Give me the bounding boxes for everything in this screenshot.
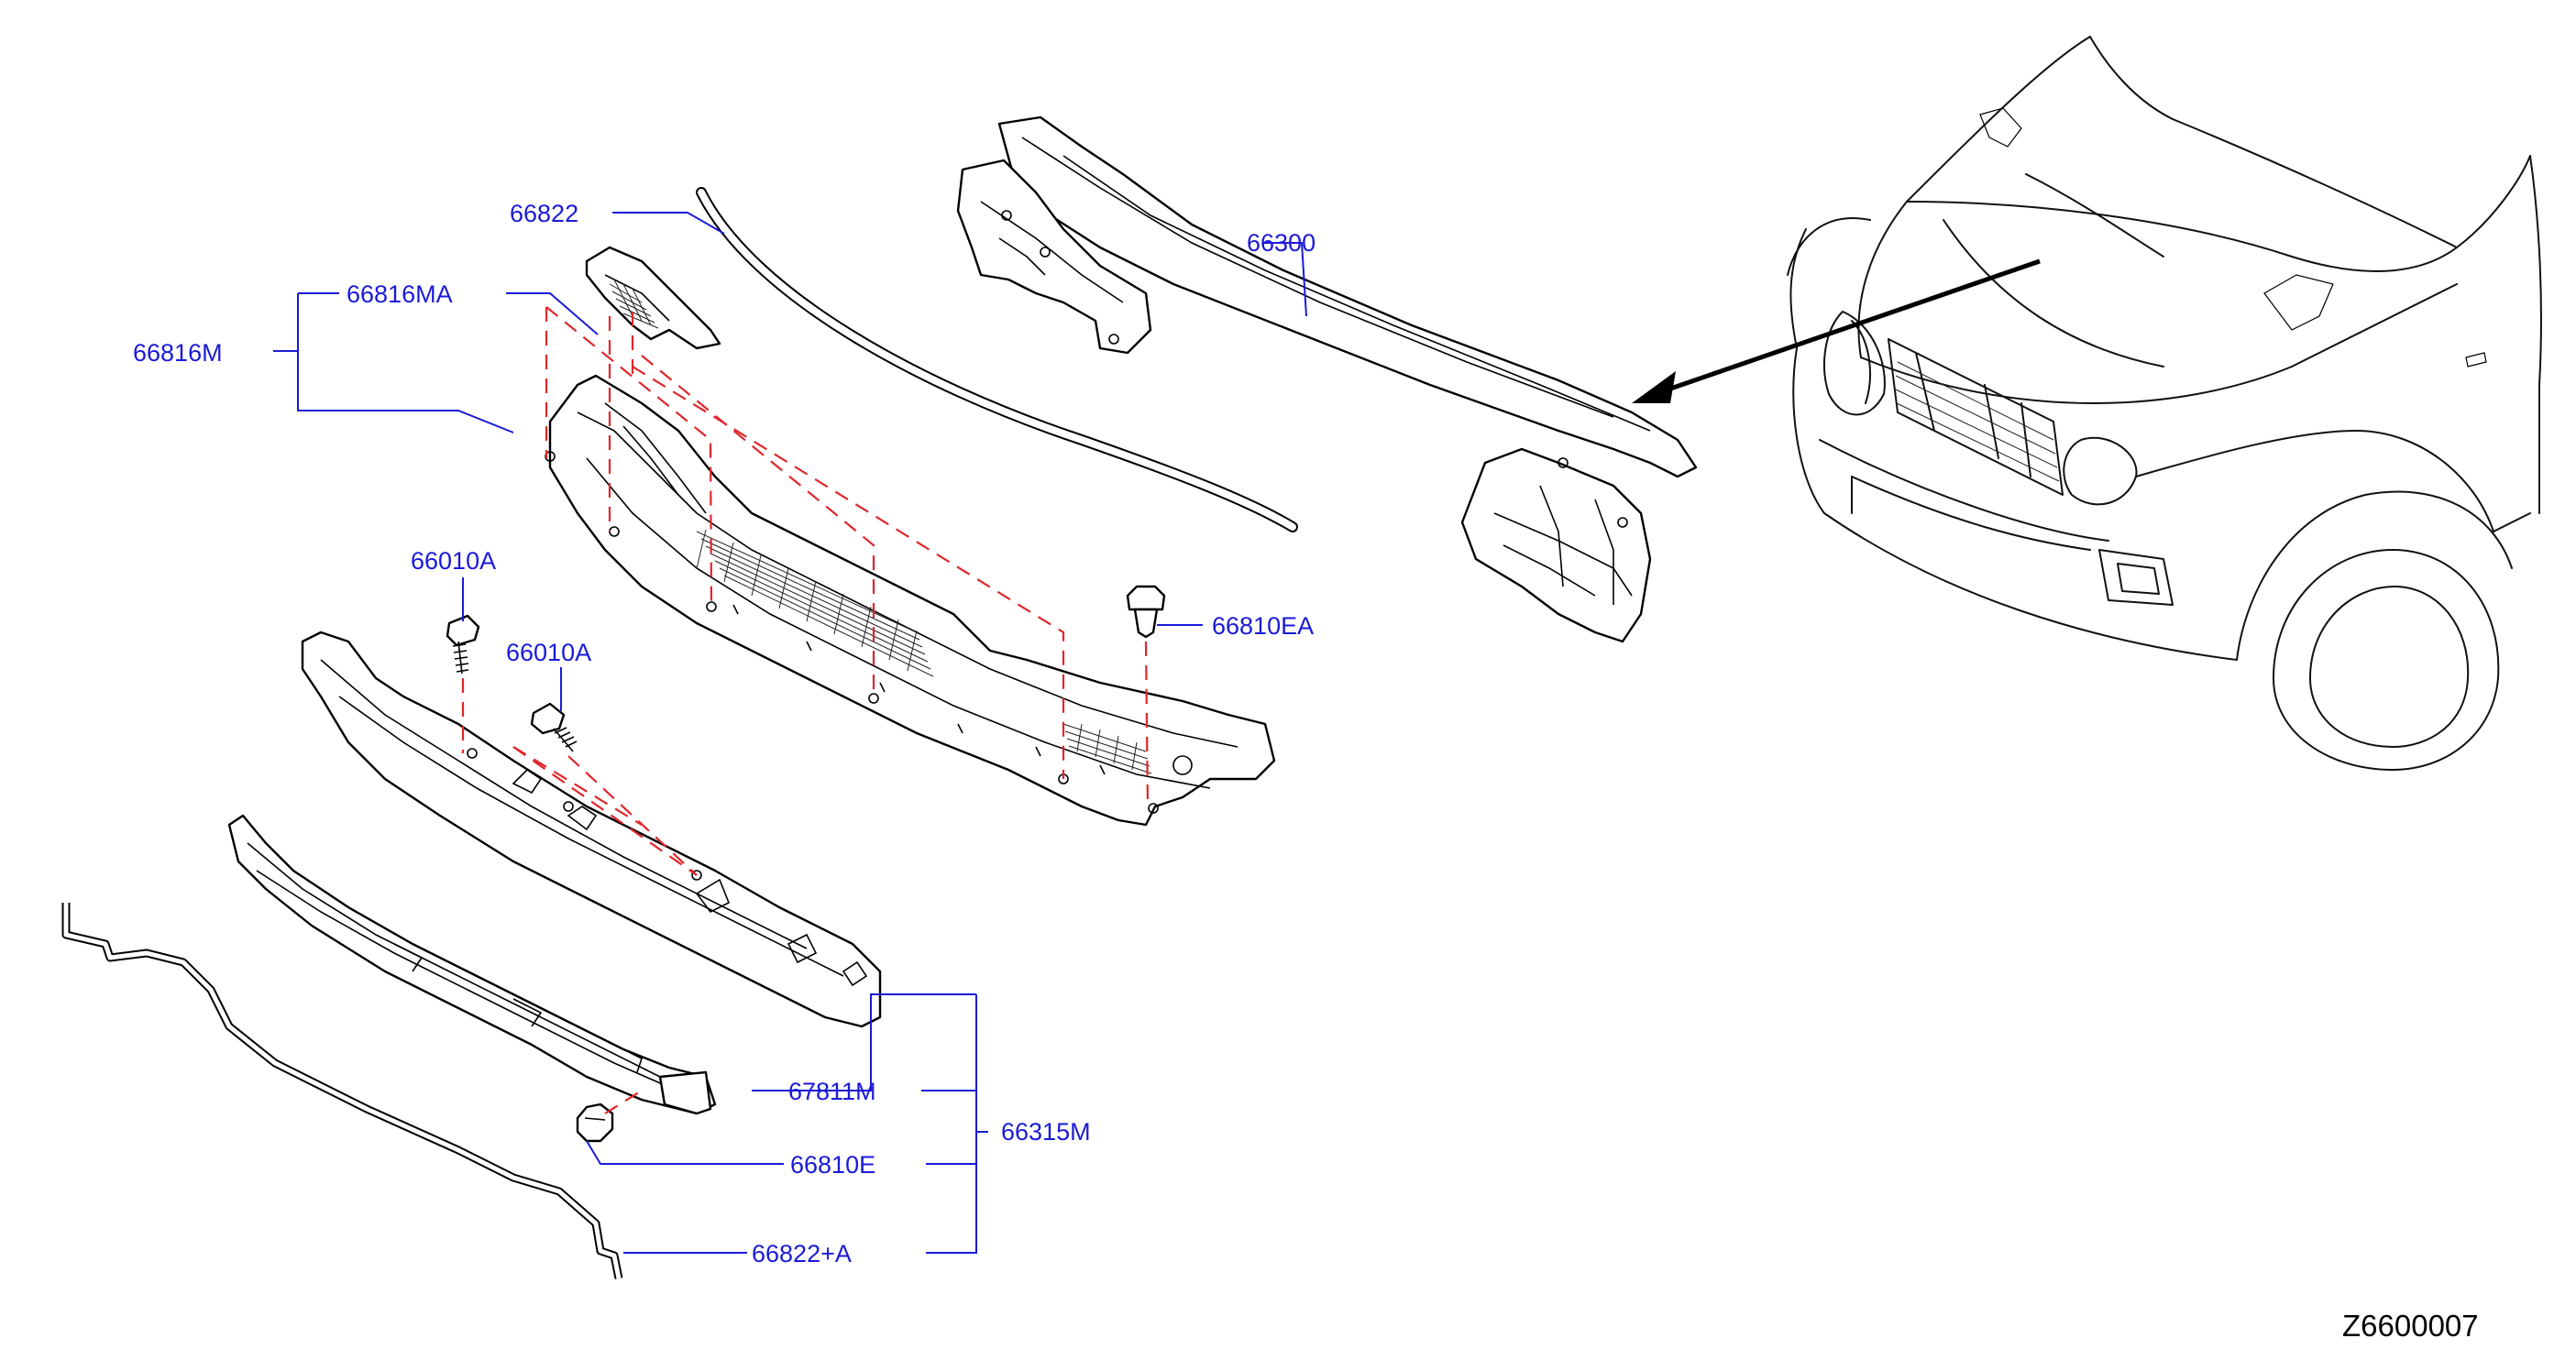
diagram-code: Z6600007 — [2342, 1309, 2479, 1343]
part-66315M-panel — [227, 814, 717, 1115]
label-66010A-upper: 66010A — [411, 547, 496, 575]
label-66315M: 66315M — [1001, 1118, 1091, 1146]
label-66810EA: 66810EA — [1212, 612, 1314, 640]
label-66810E: 66810E — [790, 1151, 875, 1179]
part-66822-seal — [696, 187, 1298, 532]
part-labels: 66822 66300 66816MA 66816M 66010A 66010A… — [133, 200, 2479, 1343]
leader-lines — [273, 212, 1307, 1254]
part-67811M — [301, 631, 882, 1028]
label-66010A-lower: 66010A — [506, 639, 591, 666]
part-66816MA — [585, 246, 721, 350]
label-66300: 66300 — [1247, 229, 1316, 257]
label-66822A: 66822+A — [752, 1240, 852, 1267]
label-66816MA: 66816MA — [347, 280, 453, 308]
vehicle-illustration — [1787, 36, 2542, 771]
location-arrow — [1632, 258, 2041, 403]
part-66822A-seal — [61, 903, 623, 1279]
bolt-66010A-upper — [446, 614, 480, 675]
reference-lines — [461, 306, 1150, 1114]
clip-66810EA — [1126, 585, 1166, 639]
bolt-66010A-lower — [530, 702, 578, 752]
clip-66810E — [576, 1102, 614, 1143]
label-66822: 66822 — [510, 200, 578, 227]
part-66816M — [545, 374, 1276, 827]
label-67811M: 67811M — [788, 1078, 876, 1105]
part-66300 — [956, 115, 1698, 643]
label-66816M: 66816M — [133, 339, 223, 367]
